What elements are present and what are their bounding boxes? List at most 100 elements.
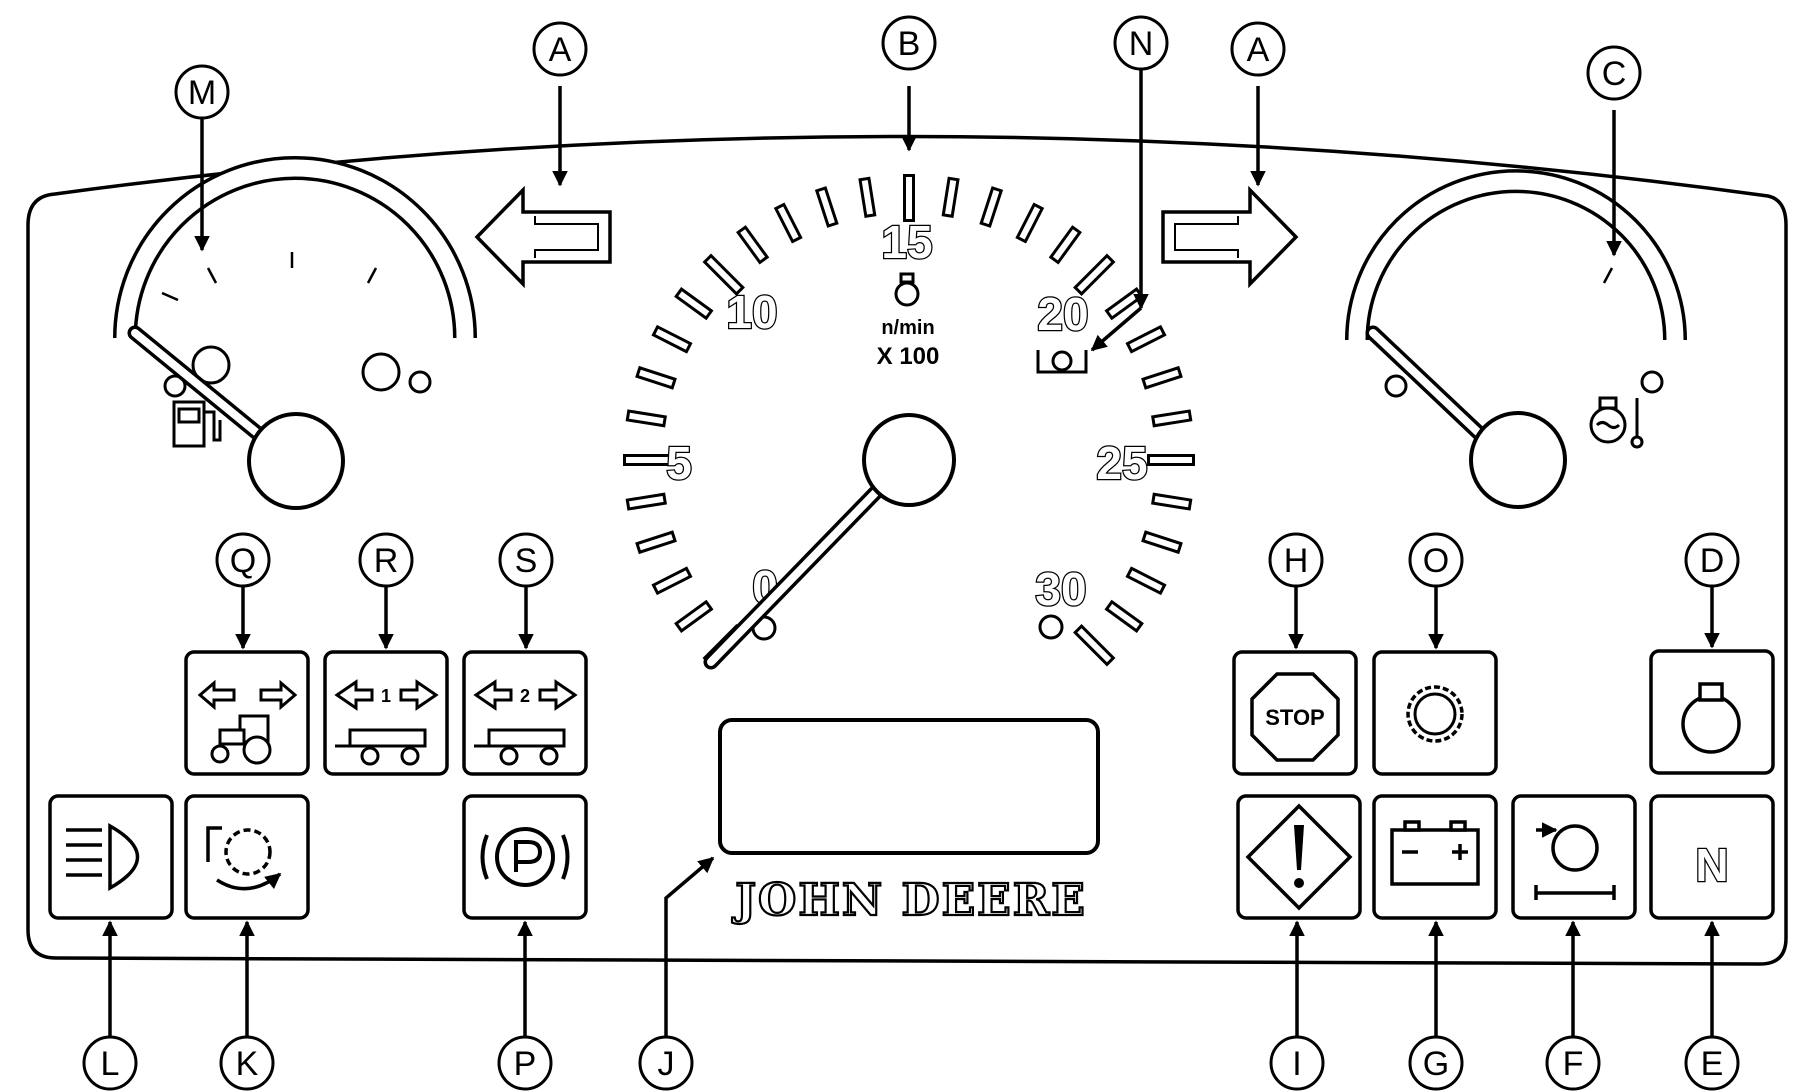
tach-tick	[740, 229, 766, 261]
svg-text:C: C	[1602, 55, 1627, 93]
fuel-gauge	[113, 156, 477, 510]
tach-unit: n/min	[881, 317, 934, 339]
coolant-temperature-gauge	[1345, 169, 1687, 509]
callout-p: P	[497, 1035, 553, 1091]
tach-indicator-dot	[1038, 614, 1064, 640]
svg-text:A: A	[549, 31, 572, 69]
tach-tick	[1019, 206, 1041, 240]
callout-c: C	[1586, 45, 1642, 101]
stop-sign-label: STOP	[1265, 705, 1325, 730]
tach-tick	[1108, 291, 1140, 317]
tach-tick	[1077, 257, 1112, 292]
tach-tick	[638, 534, 674, 551]
svg-text:I: I	[1292, 1045, 1301, 1083]
tach-tick	[638, 369, 674, 386]
callout-j: J	[638, 1035, 694, 1091]
tach-tick	[629, 495, 664, 508]
svg-text:G: G	[1423, 1045, 1449, 1083]
indicator-e-neutral: N	[1649, 794, 1775, 920]
svg-text:Q: Q	[230, 542, 256, 580]
svg-text:O: O	[1423, 542, 1449, 580]
tach-tick	[1108, 603, 1140, 629]
callout-g: G	[1408, 1035, 1464, 1091]
neutral-label: N	[1695, 839, 1728, 891]
indicator-d-engine-preheat	[1649, 649, 1775, 775]
tach-tick	[861, 180, 874, 215]
tach-tick	[655, 570, 689, 592]
callout-m: M	[174, 64, 230, 120]
indicator-s-trailer-2-turn-signal: 2	[462, 650, 588, 776]
callout-a-right: A	[1230, 21, 1286, 77]
tach-tick	[1144, 369, 1180, 386]
indicator-f-air-filter	[1511, 794, 1637, 920]
callout-leaders	[102, 64, 1720, 1040]
tach-tick	[1144, 534, 1180, 551]
callout-k: K	[219, 1035, 275, 1091]
tachometer-tick-marks	[623, 174, 1195, 667]
callout-s: S	[498, 532, 554, 588]
tach-tick	[1154, 495, 1189, 508]
indicator-q-tractor-turn-signal	[184, 650, 310, 776]
svg-text:S: S	[515, 542, 538, 580]
svg-text:K: K	[236, 1045, 259, 1083]
tach-label-5: 5	[666, 437, 692, 489]
callout-e: E	[1684, 1035, 1740, 1091]
coolant-temperature-icon	[1589, 396, 1644, 449]
callout-r: R	[358, 532, 414, 588]
svg-text:L: L	[101, 1045, 120, 1083]
tach-tick	[706, 257, 741, 292]
svg-text:D: D	[1700, 542, 1725, 580]
callout-o: O	[1408, 532, 1464, 588]
tach-tick	[1154, 412, 1189, 425]
callout-i: I	[1269, 1035, 1325, 1091]
callout-b: B	[881, 15, 937, 71]
callout-f: F	[1545, 1035, 1601, 1091]
right-turn-arrow-icon	[1161, 185, 1299, 289]
callout-h: H	[1268, 532, 1324, 588]
callout-l: L	[82, 1035, 138, 1091]
svg-text:P: P	[514, 1045, 537, 1083]
tach-label-15: 15	[881, 216, 932, 268]
engine-icon	[894, 272, 920, 307]
tach-label-10: 10	[726, 286, 777, 338]
indicator-g-battery	[1372, 794, 1498, 920]
tach-label-20: 20	[1037, 288, 1088, 340]
engine-speed-warning-icon	[1036, 350, 1088, 374]
left-turn-arrow-icon	[474, 185, 612, 289]
tach-tick	[944, 180, 957, 215]
tach-label-30: 30	[1035, 563, 1086, 615]
indicator-r-trailer-1-turn-signal: 1	[323, 650, 449, 776]
tach-tick	[655, 328, 689, 350]
indicator-k-pto	[184, 794, 310, 920]
svg-text:N: N	[1129, 25, 1154, 63]
tach-tick	[983, 189, 1000, 225]
brand-logo: JOHN DEERE	[731, 875, 1087, 926]
tach-tick	[1129, 328, 1163, 350]
lcd-display	[718, 718, 1100, 855]
trailer-2-label: 2	[520, 686, 530, 706]
tach-tick	[1129, 570, 1163, 592]
indicator-l-headlight-high-beam	[48, 794, 174, 920]
tach-multiplier: X 100	[877, 343, 940, 370]
callout-a-left: A	[532, 21, 588, 77]
tach-tick	[818, 189, 835, 225]
tach-label-25: 25	[1096, 437, 1147, 489]
callout-n-top: N	[1113, 15, 1169, 71]
svg-text:R: R	[374, 542, 399, 580]
indicator-i-warning	[1236, 794, 1362, 920]
callout-q: Q	[215, 532, 271, 588]
tachometer: 0 5 10 15 20 25 30 n/min X 100	[623, 174, 1195, 670]
tach-tick	[629, 412, 664, 425]
tach-tick	[678, 603, 710, 629]
svg-text:H: H	[1284, 542, 1309, 580]
callout-d: D	[1684, 532, 1740, 588]
indicator-h-stop: STOP	[1232, 650, 1358, 776]
panel-outline	[26, 134, 1788, 966]
tach-tick	[1052, 229, 1078, 261]
tach-hub	[862, 413, 956, 507]
svg-text:B: B	[898, 25, 921, 63]
svg-text:A: A	[1247, 31, 1270, 69]
svg-text:J: J	[658, 1045, 675, 1083]
indicator-o-brightness	[1372, 650, 1498, 776]
